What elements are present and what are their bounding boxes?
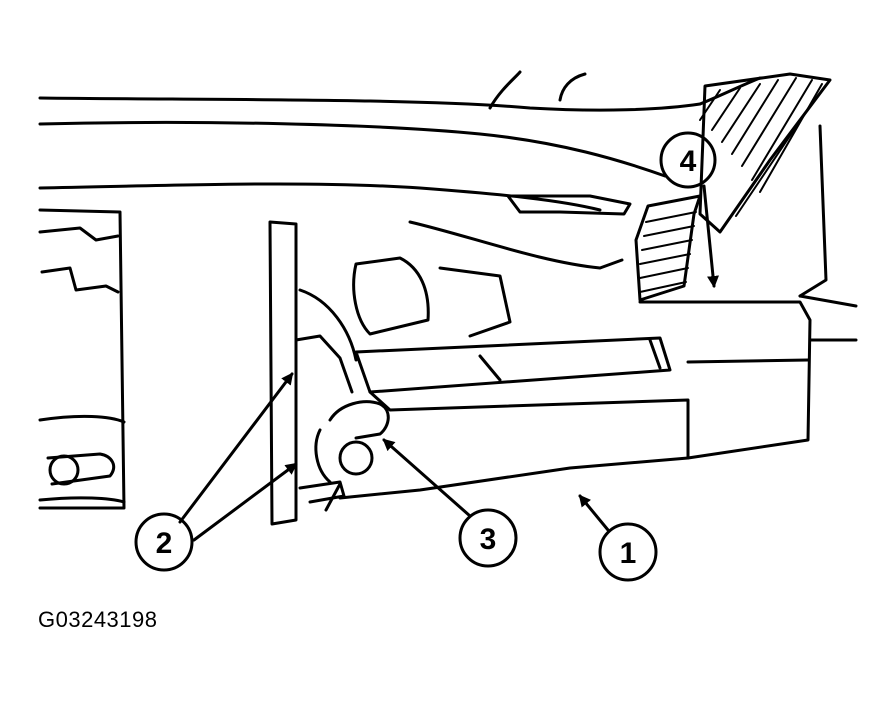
- right-structure: [798, 124, 858, 342]
- figure-id: G03243198: [38, 607, 158, 632]
- left-bracket: [38, 208, 126, 510]
- callout-1-label: 1: [620, 537, 637, 570]
- retaining-clip: [298, 400, 390, 512]
- leader-arrow-3: [382, 438, 472, 518]
- center-housing: [268, 194, 632, 526]
- upper-frame: [38, 70, 762, 212]
- callout-2-label: 2: [156, 527, 173, 560]
- callout-4-label: 4: [680, 145, 697, 178]
- callout-3-label: 3: [480, 523, 497, 556]
- callout-1: 1: [598, 522, 658, 582]
- callout-3: 3: [458, 508, 518, 568]
- leader-arrow-4: [702, 184, 719, 288]
- hatched-hose: [698, 72, 832, 234]
- leader-arrow-2b: [192, 462, 298, 542]
- bellows-connector: [634, 194, 702, 302]
- leader-arrow-1: [578, 494, 610, 532]
- callout-4: 4: [659, 131, 717, 189]
- main-component: [338, 300, 812, 500]
- leader-arrow-2a: [178, 372, 294, 524]
- callout-2: 2: [134, 512, 194, 572]
